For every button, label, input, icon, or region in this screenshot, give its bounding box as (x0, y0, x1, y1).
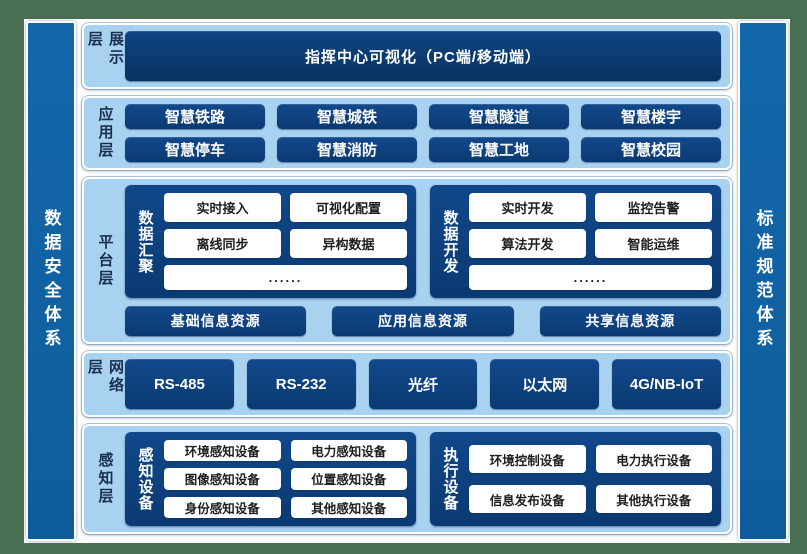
app-box: 智慧隧道 (429, 104, 569, 129)
layer-display: 展示层 指挥中心可视化（PC端/移动端） (82, 23, 732, 89)
actuator-devices-group: 执行设备 环境控制设备 电力执行设备 信息发布设备 其他执行设备 (430, 432, 721, 526)
platform-box: 智能运维 (595, 229, 712, 258)
layer-perception: 感知层 感知设备 环境感知设备 电力感知设备 图像感知设备 位置感知设备 身份感… (82, 424, 732, 534)
network-box: RS-485 (125, 359, 234, 409)
layer-platform-label: 平台层 (96, 233, 114, 288)
layers-column: 展示层 指挥中心可视化（PC端/移动端） 应用层 智慧铁路 智慧城铁 智慧隧道 … (81, 21, 733, 541)
sensing-devices-label-col: 感知设备 (134, 440, 156, 518)
network-box: RS-232 (246, 359, 356, 409)
layer-network-label: 网络层 (86, 359, 124, 395)
platform-box: 监控告警 (595, 193, 712, 222)
platform-groups: 数据汇聚 实时接入 可视化配置 离线同步 异构数据 ...... 数据开发 (125, 185, 721, 298)
data-aggregation-boxes: 实时接入 可视化配置 离线同步 异构数据 ...... (164, 193, 407, 290)
resource-box: 共享信息资源 (539, 306, 721, 336)
device-box: 位置感知设备 (290, 468, 407, 490)
layer-application-label-col: 应用层 (91, 104, 119, 162)
data-security-pillar: 数据安全体系 (26, 21, 76, 541)
app-box: 智慧楼宇 (581, 104, 721, 129)
layer-application: 应用层 智慧铁路 智慧城铁 智慧隧道 智慧楼宇 智慧停车 智慧消防 智慧工地 智… (82, 96, 732, 170)
app-box: 智慧城铁 (277, 104, 417, 129)
standards-pillar-label: 标准规范体系 (753, 209, 773, 353)
platform-box: 实时接入 (164, 193, 281, 222)
device-box: 电力感知设备 (290, 440, 407, 462)
platform-box: 可视化配置 (290, 193, 407, 222)
actuator-devices-label: 执行设备 (441, 447, 459, 511)
device-box: 环境感知设备 (164, 440, 281, 462)
actuator-devices-label-col: 执行设备 (439, 440, 461, 518)
layer-perception-label: 感知层 (96, 452, 114, 506)
app-box: 智慧校园 (581, 137, 721, 162)
data-development-label-col: 数据开发 (439, 193, 461, 290)
standards-pillar: 标准规范体系 (738, 21, 788, 541)
device-box: 身份感知设备 (164, 496, 281, 518)
device-box: 环境控制设备 (469, 445, 586, 473)
sensing-devices-boxes: 环境感知设备 电力感知设备 图像感知设备 位置感知设备 身份感知设备 其他感知设… (164, 440, 407, 518)
layer-display-content: 指挥中心可视化（PC端/移动端） (125, 31, 721, 81)
layer-platform-label-col: 平台层 (91, 185, 119, 336)
app-box: 智慧消防 (277, 137, 417, 162)
layer-network: 网络层 RS-485 RS-232 光纤 以太网 4G/NB-IoT (82, 351, 732, 417)
data-development-group: 数据开发 实时开发 监控告警 算法开发 智能运维 ...... (430, 185, 721, 298)
platform-more-box: ...... (469, 265, 712, 290)
platform-box: 实时开发 (469, 193, 586, 222)
data-aggregation-label-col: 数据汇聚 (134, 193, 156, 290)
layer-application-label: 应用层 (96, 106, 114, 160)
platform-box: 算法开发 (469, 229, 586, 258)
device-box: 其他感知设备 (290, 496, 407, 518)
platform-box: 异构数据 (290, 229, 407, 258)
network-box: 光纤 (368, 359, 478, 409)
layer-display-label: 展示层 (86, 31, 124, 67)
data-development-label: 数据开发 (441, 209, 459, 274)
platform-more-box: ...... (164, 265, 407, 290)
resource-row: 基础信息资源 应用信息资源 共享信息资源 (125, 306, 721, 336)
layer-network-content: RS-485 RS-232 光纤 以太网 4G/NB-IoT (125, 359, 721, 409)
device-box: 电力执行设备 (595, 445, 712, 473)
network-box: 4G/NB-IoT (612, 359, 721, 409)
layer-application-content: 智慧铁路 智慧城铁 智慧隧道 智慧楼宇 智慧停车 智慧消防 智慧工地 智慧校园 (125, 104, 721, 162)
resource-box: 应用信息资源 (332, 306, 514, 336)
data-aggregation-group: 数据汇聚 实时接入 可视化配置 离线同步 异构数据 ...... (125, 185, 416, 298)
data-aggregation-label: 数据汇聚 (136, 209, 154, 274)
layer-display-label-col: 展示层 (86, 31, 124, 81)
sensing-devices-group: 感知设备 环境感知设备 电力感知设备 图像感知设备 位置感知设备 身份感知设备 … (125, 432, 416, 526)
layer-network-label-col: 网络层 (86, 359, 124, 409)
app-box: 智慧停车 (125, 137, 265, 162)
sensing-devices-label: 感知设备 (136, 447, 154, 511)
layer-perception-label-col: 感知层 (91, 432, 119, 526)
app-box: 智慧工地 (429, 137, 569, 162)
device-box: 图像感知设备 (164, 468, 281, 490)
layer-platform: 平台层 数据汇聚 实时接入 可视化配置 离线同步 异构数据 ...... (82, 177, 732, 344)
perception-groups: 感知设备 环境感知设备 电力感知设备 图像感知设备 位置感知设备 身份感知设备 … (125, 432, 721, 526)
command-center-box: 指挥中心可视化（PC端/移动端） (125, 31, 721, 81)
device-box: 信息发布设备 (469, 485, 586, 513)
data-development-boxes: 实时开发 监控告警 算法开发 智能运维 ...... (469, 193, 712, 290)
app-box: 智慧铁路 (125, 104, 265, 129)
diagram-canvas: 数据安全体系 展示层 指挥中心可视化（PC端/移动端） 应用层 智慧铁路 智慧城… (24, 19, 790, 543)
device-box: 其他执行设备 (595, 485, 712, 513)
network-box: 以太网 (490, 359, 600, 409)
data-security-pillar-label: 数据安全体系 (41, 209, 61, 353)
actuator-devices-boxes: 环境控制设备 电力执行设备 信息发布设备 其他执行设备 (469, 440, 712, 518)
layer-perception-content: 感知设备 环境感知设备 电力感知设备 图像感知设备 位置感知设备 身份感知设备 … (125, 432, 721, 526)
platform-box: 离线同步 (164, 229, 281, 258)
layer-platform-content: 数据汇聚 实时接入 可视化配置 离线同步 异构数据 ...... 数据开发 (125, 185, 721, 336)
resource-box: 基础信息资源 (125, 306, 307, 336)
